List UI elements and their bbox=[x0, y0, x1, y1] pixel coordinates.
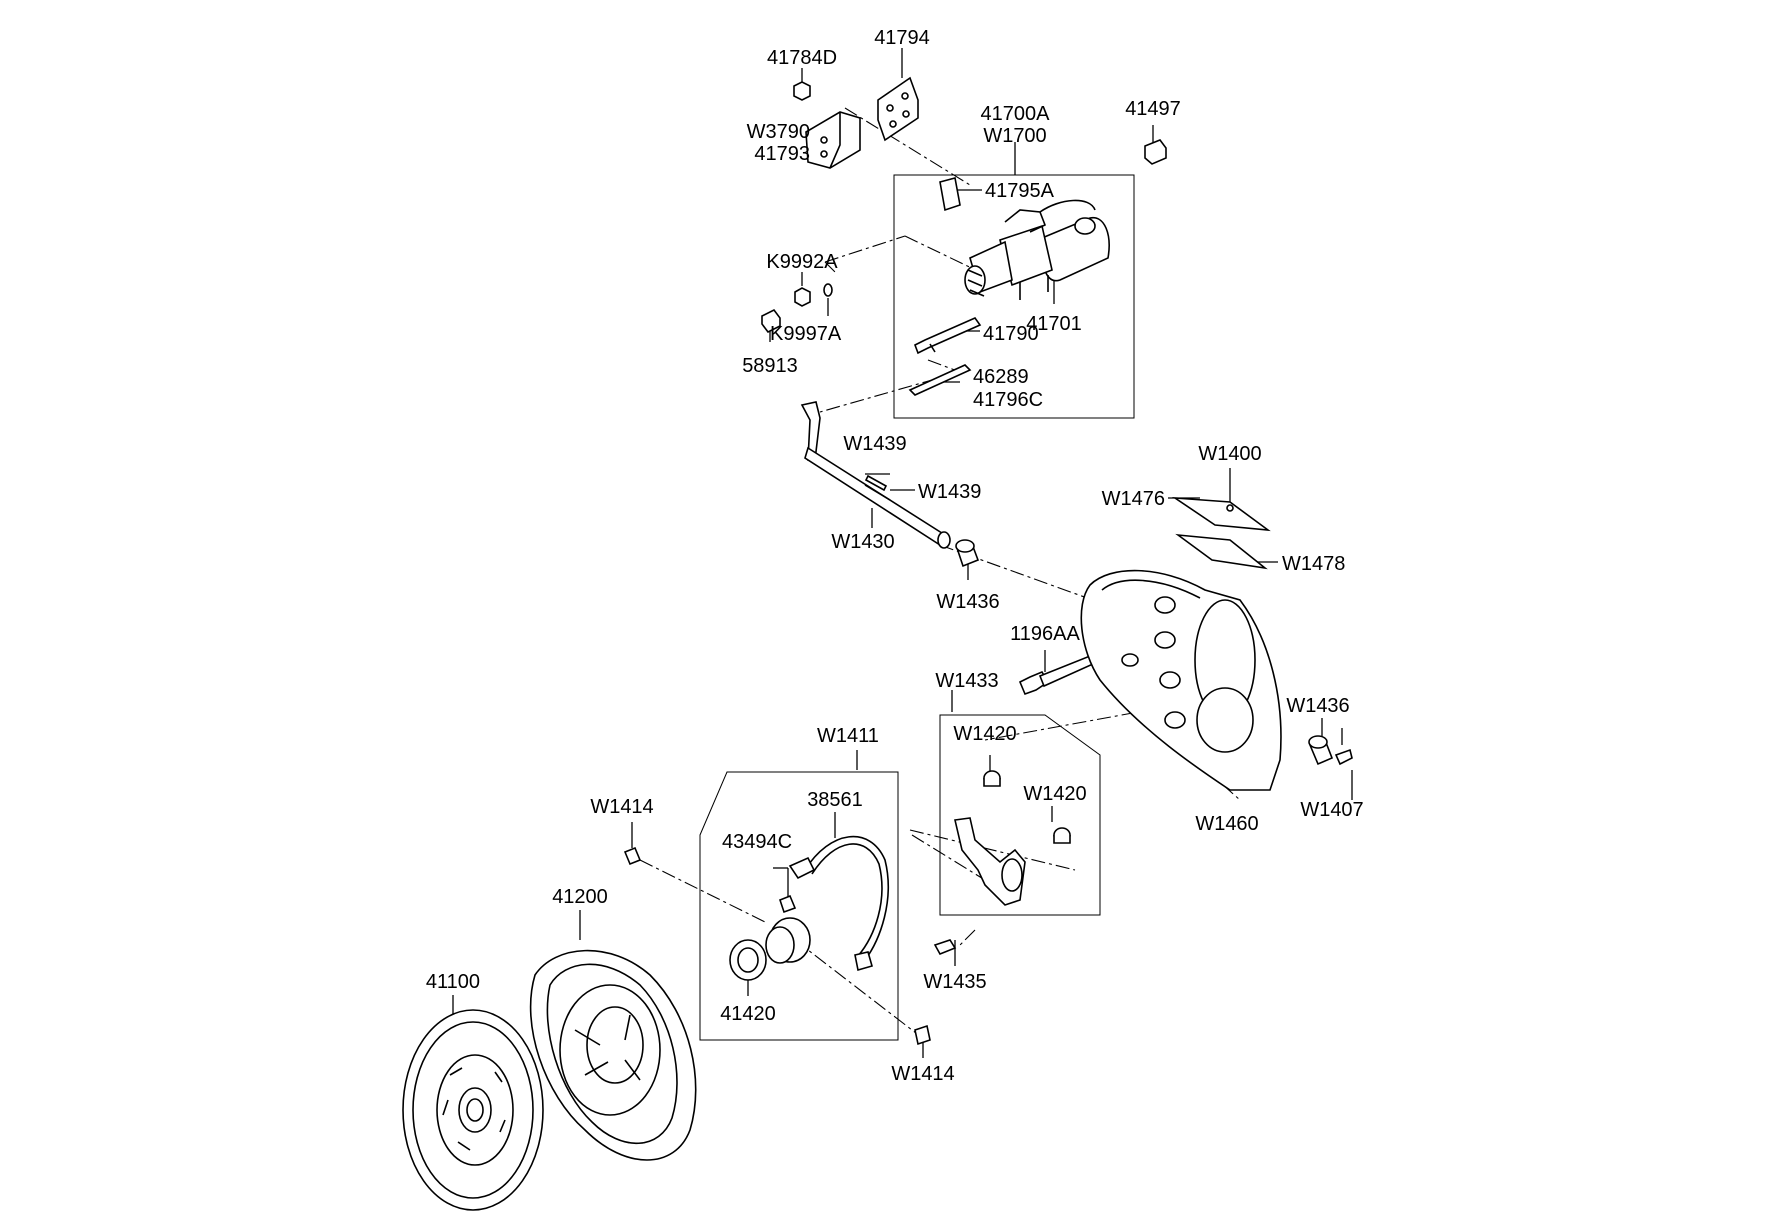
label-41100: 41100 bbox=[426, 971, 480, 993]
key-W1439 bbox=[864, 474, 888, 492]
release-shaft-W1430 bbox=[800, 401, 951, 549]
gasket-W1476 bbox=[1172, 496, 1271, 532]
label-46289: 46289 bbox=[973, 366, 1029, 388]
label-41795A: 41795A bbox=[985, 180, 1055, 202]
label-W1700: W1700 bbox=[983, 125, 1046, 147]
label-38561: 38561 bbox=[807, 789, 863, 811]
gasket-W1478 bbox=[1175, 533, 1268, 570]
label-W1420-upper: W1420 bbox=[953, 723, 1016, 745]
nut-41784D bbox=[793, 81, 811, 101]
label-W1439-upper: W1439 bbox=[843, 433, 906, 455]
bolt-58913 bbox=[761, 308, 781, 334]
label-41200: 41200 bbox=[552, 886, 608, 908]
bolt-1196AA bbox=[1018, 654, 1095, 696]
push-rod-41790 bbox=[913, 317, 982, 355]
clutch-disc-41100 bbox=[402, 1009, 544, 1211]
label-W1411: W1411 bbox=[817, 725, 879, 747]
label-W1433: W1433 bbox=[935, 670, 998, 692]
assembly-boxes bbox=[699, 174, 1135, 1041]
label-43494C: 43494C bbox=[722, 831, 792, 853]
hose-38561 bbox=[804, 835, 889, 972]
label-W1400: W1400 bbox=[1198, 443, 1261, 465]
label-W3790: W3790 bbox=[747, 121, 810, 143]
label-41784D: 41784D bbox=[767, 47, 837, 69]
washer-K9997A bbox=[823, 283, 833, 297]
label-41701: 41701 bbox=[1026, 313, 1082, 335]
label-W1430: W1430 bbox=[831, 531, 894, 553]
bushing-W1436-left bbox=[955, 539, 980, 568]
fitting-43494C bbox=[779, 856, 816, 914]
pressure-plate-41200 bbox=[529, 949, 697, 1161]
label-W1414-right: W1414 bbox=[891, 1063, 954, 1085]
bracket-41793 bbox=[805, 111, 861, 169]
master-cylinder-assembly-box bbox=[893, 174, 1135, 419]
clutch-housing-W1460 bbox=[1080, 569, 1282, 791]
plug-41497 bbox=[1144, 139, 1167, 165]
bushing-W1436-right bbox=[1308, 735, 1334, 766]
label-58913: 58913 bbox=[742, 355, 798, 377]
label-W1478: W1478 bbox=[1282, 553, 1345, 575]
label-W1439-lower: W1439 bbox=[918, 481, 981, 503]
master-cylinder-41701 bbox=[964, 199, 1110, 300]
pivot-W1420-lower bbox=[1053, 827, 1071, 844]
label-W1476: W1476 bbox=[1102, 488, 1165, 510]
pivot-W1420-upper bbox=[983, 770, 1001, 787]
bolt-W1407 bbox=[1334, 748, 1353, 766]
label-41796C: 41796C bbox=[973, 389, 1043, 411]
bolt-W1435 bbox=[933, 939, 957, 956]
label-41700A: 41700A bbox=[981, 103, 1051, 125]
release-bearing-assembly-box bbox=[699, 771, 899, 1041]
label-41790: 41790 bbox=[983, 323, 1039, 345]
label-W1407: W1407 bbox=[1300, 799, 1363, 821]
label-41793: 41793 bbox=[754, 143, 810, 165]
label-W1414-left: W1414 bbox=[590, 796, 653, 818]
label-K9997A: K9997A bbox=[770, 323, 842, 345]
bracket-plate-41794 bbox=[877, 76, 919, 142]
release-fork-assembly-box bbox=[939, 714, 1101, 916]
bolt-W1414-left bbox=[623, 846, 642, 866]
pin-46289 bbox=[908, 364, 972, 396]
bolt-W1414-right bbox=[914, 1024, 931, 1046]
label-W1420-lower: W1420 bbox=[1023, 783, 1086, 805]
label-41497: 41497 bbox=[1125, 98, 1181, 120]
label-W1460: W1460 bbox=[1195, 813, 1258, 835]
clip-41795A bbox=[939, 177, 961, 212]
label-W1436-left: W1436 bbox=[936, 591, 999, 613]
label-K9992A: K9992A bbox=[766, 251, 838, 273]
nut-K9992A bbox=[794, 287, 811, 307]
label-41794: 41794 bbox=[874, 27, 930, 49]
label-1196AA: 1196AA bbox=[1010, 623, 1080, 645]
label-41420: 41420 bbox=[720, 1003, 776, 1025]
release-bearing-41420 bbox=[729, 917, 811, 981]
label-W1435: W1435 bbox=[923, 971, 986, 993]
release-fork-W1433 bbox=[954, 817, 1026, 906]
bolt-W1400 bbox=[1226, 504, 1234, 512]
label-W1436-right: W1436 bbox=[1286, 695, 1349, 717]
part-labels: 41794 41784D W3790 41793 41700A W1700 41… bbox=[426, 27, 1364, 1085]
